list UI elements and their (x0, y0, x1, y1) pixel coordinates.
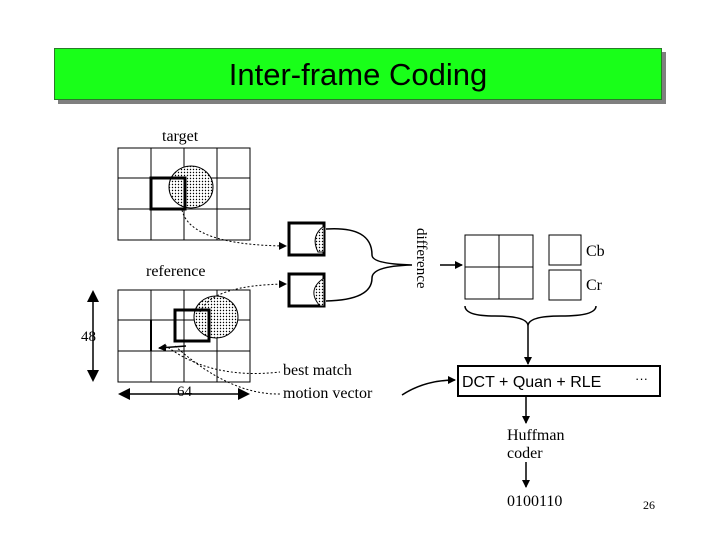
motion-vector-pointer (174, 345, 281, 395)
difference-brace (325, 227, 413, 302)
reference-label: reference (146, 263, 206, 280)
page-number: 26 (643, 498, 655, 512)
cb-label: Cb (586, 243, 605, 260)
difference-label: difference (413, 228, 429, 289)
width-arrow-left (118, 388, 130, 400)
target-label: target (162, 128, 199, 145)
height-label: 48 (81, 329, 96, 345)
huffman-label-line2: coder (507, 445, 543, 462)
process-box (457, 365, 661, 397)
output-bits: 0100110 (507, 493, 562, 510)
process-ellipsis: ··· (635, 371, 648, 386)
motion-vector-label: motion vector (283, 385, 373, 402)
process-label: DCT + Quan + RLE (462, 374, 601, 391)
reference-to-block-connector (199, 280, 287, 313)
target-object-circle (168, 165, 214, 209)
title-banner: Inter-frame Coding (54, 48, 662, 100)
cr-label: Cr (586, 277, 603, 294)
best-match-block (173, 308, 211, 343)
width-arrow-right (238, 388, 250, 400)
motion-vector-arrow (158, 343, 187, 352)
luma-block-grid (464, 234, 534, 300)
huffman-label-line1: Huffman (507, 427, 564, 444)
best-match-label: best match (283, 362, 352, 379)
slide-title: Inter-frame Coding (228, 57, 488, 92)
target-block (149, 176, 187, 211)
cr-block (548, 269, 582, 301)
reference-object-circle (193, 295, 239, 339)
height-arrow-bottom (87, 370, 99, 382)
blocks-brace (464, 305, 597, 327)
target-to-block-connector (181, 209, 287, 250)
height-arrow-top (87, 290, 99, 302)
target-block-shading (314, 225, 325, 253)
cb-block (548, 234, 582, 266)
reference-block-shading (313, 277, 325, 307)
motion-vector-to-process-arrow (401, 376, 456, 396)
best-match-pointer (164, 344, 281, 374)
width-label: 64 (177, 384, 193, 400)
